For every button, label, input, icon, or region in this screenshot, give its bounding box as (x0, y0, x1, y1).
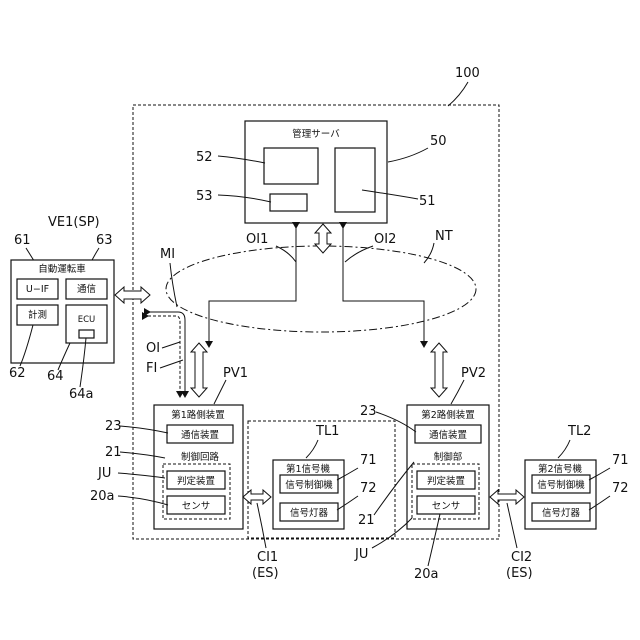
ref-oi2: OI2 (374, 232, 396, 247)
ref-52: 52 (196, 150, 213, 165)
ref-51: 51 (419, 194, 436, 209)
ref-ci1: CI1 (257, 550, 278, 565)
road1-title: 第1路側装置 (171, 409, 225, 421)
road2-sensor: センサ (432, 501, 461, 512)
ref-mi: MI (160, 247, 175, 262)
road2-title: 第2路側装置 (421, 409, 475, 421)
leader-100 (448, 82, 468, 106)
vehicle-ecu: ECU (78, 315, 96, 325)
ref-es1: (ES) (252, 566, 279, 581)
ref-fi: FI (146, 361, 157, 376)
road1-judge: 判定装置 (177, 475, 215, 487)
vehicle-comm: 通信 (77, 283, 96, 295)
server-block-53 (270, 194, 307, 211)
ref-oi: OI (146, 341, 160, 356)
signal-2: 第2信号機 信号制御機 信号灯器 (525, 460, 596, 529)
ref-nt: NT (435, 229, 453, 244)
ref-ju-right: JU (354, 547, 368, 562)
mi-path (148, 316, 180, 397)
ref-ju-left: JU (97, 466, 111, 481)
roadside-device-2: 第2路側装置 通信装置 制御部 判定装置 センサ (407, 405, 489, 529)
signal2-control: 信号制御機 (537, 479, 585, 491)
vehicle-measure: 計測 (28, 309, 47, 321)
ref-72-left: 72 (360, 481, 377, 496)
ref-100: 100 (455, 66, 480, 81)
vehicle-ecu-memory (79, 330, 94, 338)
ref-64a: 64a (69, 387, 94, 402)
ref-tl1: TL1 (315, 424, 339, 439)
signal1-title: 第1信号機 (286, 463, 331, 475)
ref-71-right: 71 (612, 453, 629, 468)
road1-signal1-arrow (243, 490, 271, 504)
server-block-52 (264, 148, 318, 184)
ref-ci2: CI2 (511, 550, 532, 565)
ref-pv1: PV1 (223, 366, 248, 381)
road1-control: 制御回路 (181, 451, 220, 463)
road2-signal2-arrow (490, 490, 524, 504)
ref-23-right: 23 (360, 404, 377, 419)
ref-23-left: 23 (105, 419, 122, 434)
signal1-lamp: 信号灯器 (290, 507, 329, 519)
signal1-control: 信号制御機 (285, 479, 333, 491)
ref-62: 62 (9, 366, 26, 381)
signal2-title: 第2信号機 (538, 463, 583, 475)
ref-tl2: TL2 (567, 424, 591, 439)
roadside-device-1: 第1路側装置 通信装置 制御回路 判定装置 センサ (154, 405, 243, 529)
server-link-arrow (315, 224, 331, 253)
ref-72-right: 72 (612, 481, 629, 496)
road2-control: 制御部 (434, 451, 463, 463)
ref-53: 53 (196, 189, 213, 204)
road2-link-arrow (431, 343, 447, 397)
ref-71-left: 71 (360, 453, 377, 468)
ref-oi1: OI1 (246, 232, 268, 247)
ref-ve1: VE1(SP) (48, 215, 100, 230)
server-block-51 (335, 148, 375, 212)
server-title: 管理サーバ (292, 128, 340, 140)
ref-20a-left: 20a (90, 489, 115, 504)
vehicle-uif: U−IF (26, 284, 49, 295)
vehicle-title: 自動運転車 (38, 263, 86, 275)
network-ellipse (166, 246, 476, 332)
ref-61: 61 (14, 233, 31, 248)
ref-64: 64 (47, 369, 64, 384)
road2-comm: 通信装置 (429, 429, 467, 441)
ref-es2: (ES) (506, 566, 533, 581)
road1-link-arrow (191, 343, 207, 397)
signal-1: 第1信号機 信号制御機 信号灯器 (273, 460, 344, 529)
ref-21-right: 21 (358, 513, 375, 528)
signal2-lamp: 信号灯器 (542, 507, 581, 519)
ref-63: 63 (96, 233, 113, 248)
ref-20a-right: 20a (414, 567, 439, 582)
ref-pv2: PV2 (461, 366, 486, 381)
management-server: 管理サーバ (245, 121, 387, 223)
road1-comm: 通信装置 (181, 429, 219, 441)
ref-50: 50 (430, 134, 447, 149)
road1-sensor: センサ (182, 501, 211, 512)
ref-21-left: 21 (105, 445, 122, 460)
road2-judge: 判定装置 (427, 475, 465, 487)
